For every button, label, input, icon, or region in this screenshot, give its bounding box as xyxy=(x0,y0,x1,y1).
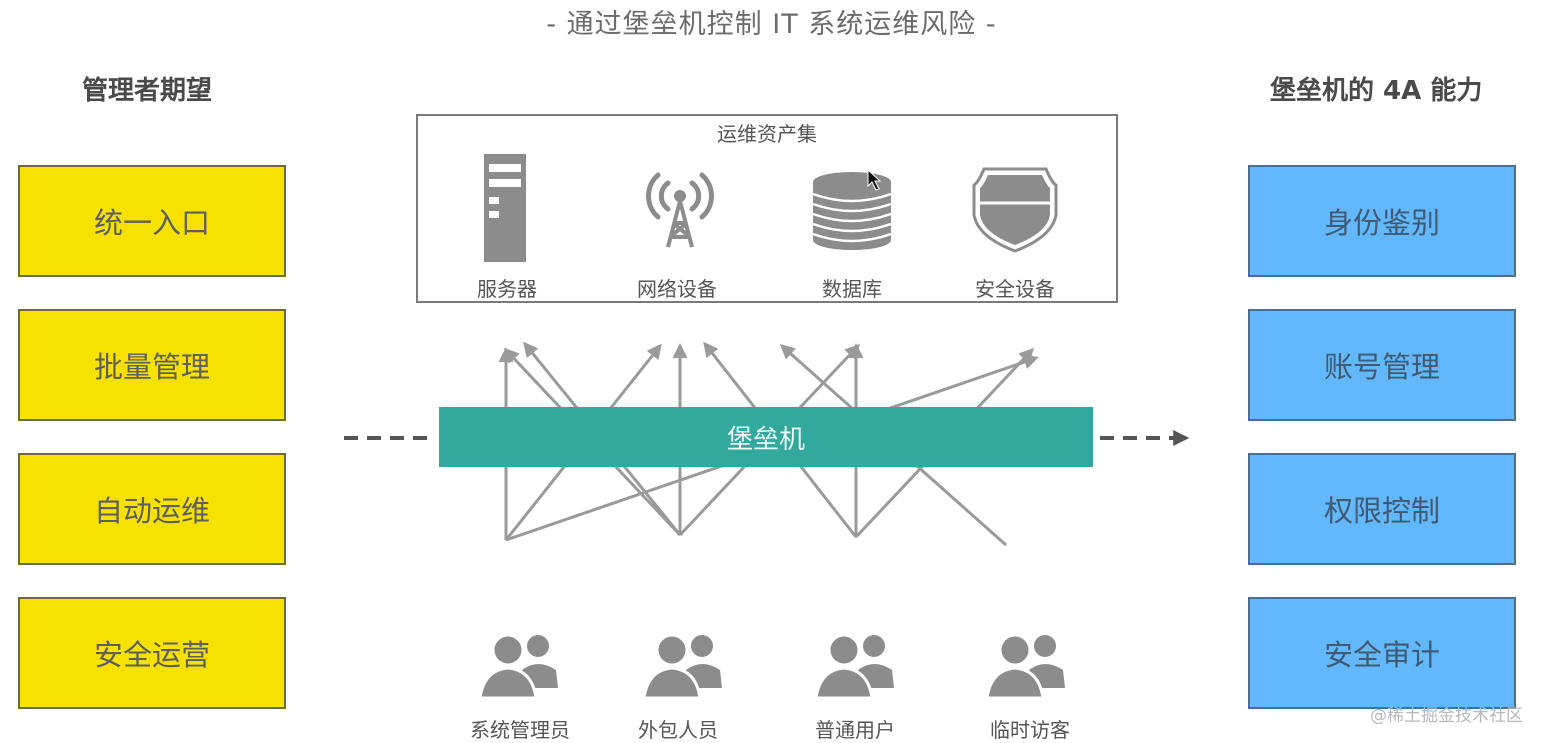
asset-group-frame xyxy=(416,114,1118,303)
capability-box: 身份鉴别 xyxy=(1248,165,1516,277)
server-icon xyxy=(484,154,526,262)
users-icon xyxy=(985,633,1065,700)
user-label-outsourced: 外包人员 xyxy=(638,718,718,742)
asset-group-heading: 运维资产集 xyxy=(717,122,817,146)
bastion-host-bar: 堡垒机 xyxy=(439,407,1093,467)
right-column-heading: 堡垒机的 4A 能力 xyxy=(1270,76,1483,106)
user-label-visitor: 临时访客 xyxy=(990,718,1070,742)
expectation-box: 统一入口 xyxy=(18,165,286,277)
expectation-box: 安全运营 xyxy=(18,597,286,709)
shield-icon xyxy=(972,167,1058,253)
capability-box: 权限控制 xyxy=(1248,453,1516,565)
user-label-regular: 普通用户 xyxy=(815,718,895,742)
users-icon xyxy=(814,633,894,700)
capability-box: 账号管理 xyxy=(1248,309,1516,421)
users-icon xyxy=(642,633,722,700)
user-label-admin: 系统管理员 xyxy=(470,718,570,742)
expectation-box: 批量管理 xyxy=(18,309,286,421)
expectation-box: 自动运维 xyxy=(18,453,286,565)
left-column-heading: 管理者期望 xyxy=(82,76,213,106)
users-icon xyxy=(478,633,558,700)
capability-box: 安全审计 xyxy=(1248,597,1516,709)
asset-label-network: 网络设备 xyxy=(637,277,717,301)
page-title: - 通过堡垒机控制 IT 系统运维风险 - xyxy=(546,9,997,40)
asset-label-server: 服务器 xyxy=(477,277,537,301)
asset-label-security: 安全设备 xyxy=(975,277,1055,301)
watermark: @稀土掘金技术社区 xyxy=(1370,706,1523,726)
antenna-tower-icon xyxy=(646,172,714,248)
asset-label-database: 数据库 xyxy=(822,277,882,301)
